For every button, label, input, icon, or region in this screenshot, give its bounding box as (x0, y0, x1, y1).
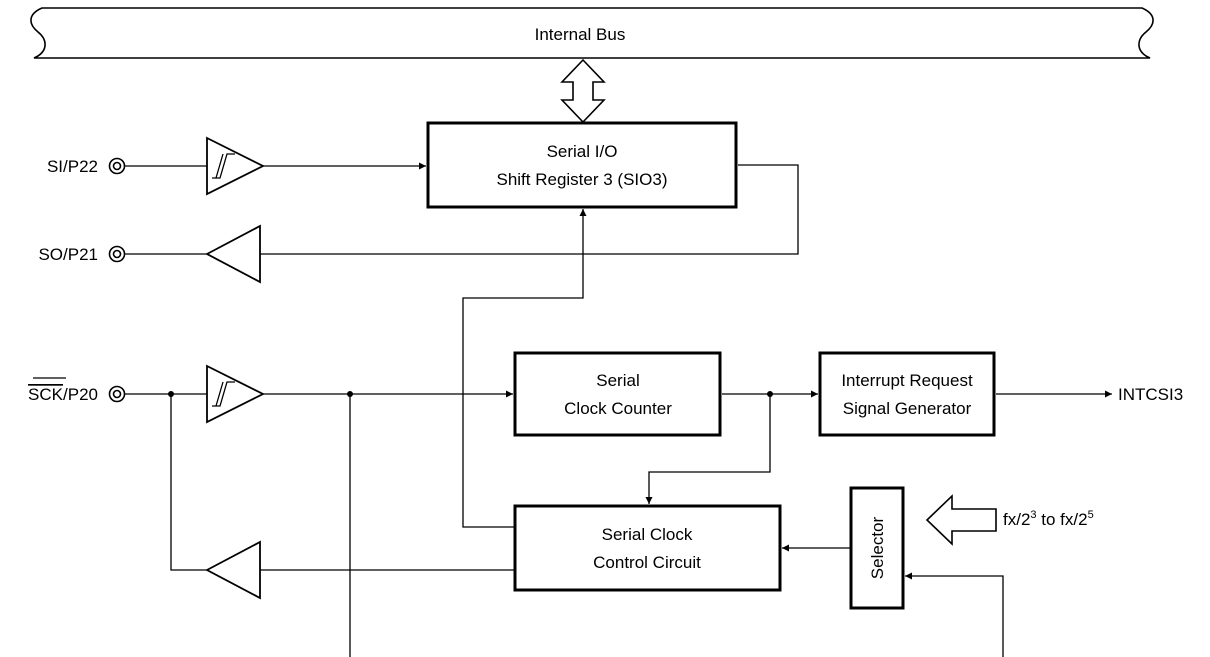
selector-label: Selector (868, 516, 887, 579)
clock-counter-line1: Serial (596, 371, 639, 390)
so-pin-label: SO/P21 (38, 245, 98, 264)
shift-register-block: Serial I/O Shift Register 3 (SIO3) (426, 121, 738, 209)
selector-block: Selector (849, 486, 905, 610)
interrupt-gen-line2: Signal Generator (843, 399, 972, 418)
clock-control-block: Serial Clock Control Circuit (513, 504, 782, 592)
sck-pin-row: SCK/P20 (28, 364, 513, 657)
clock-control-line1: Serial Clock (602, 525, 693, 544)
so-output-buffer (205, 224, 261, 284)
clock-counter-block: Serial Clock Counter (513, 351, 722, 437)
clock-source-arrow (925, 494, 997, 546)
shift-register-line1: Serial I/O (547, 142, 618, 161)
si-schmitt-buffer (206, 136, 266, 196)
sck-output-row (170, 394, 515, 600)
sck-schmitt-buffer (206, 364, 266, 424)
shift-register-line2: Shift Register 3 (SIO3) (496, 170, 667, 189)
intcsi3-label: INTCSI3 (1118, 385, 1183, 404)
si-pin-terminal (108, 157, 126, 175)
internal-bus: Internal Bus (30, 7, 1154, 59)
internal-bus-label: Internal Bus (535, 25, 626, 44)
clock-source-label: fx/23 to fx/25 (1003, 509, 1094, 529)
interrupt-generator-block: Interrupt Request Signal Generator (818, 351, 996, 437)
sck-pin-terminal (108, 385, 126, 403)
si-pin-row: SI/P22 (47, 136, 426, 196)
sck-output-buffer (205, 540, 261, 600)
so-pin-terminal (108, 245, 126, 263)
si-pin-label: SI/P22 (47, 157, 98, 176)
bus-data-arrow (560, 58, 606, 124)
clock-counter-line2: Clock Counter (564, 399, 672, 418)
interrupt-gen-line1: Interrupt Request (841, 371, 973, 390)
so-pin-row: SO/P21 (38, 164, 799, 284)
sck-pin-label: SCK/P20 (28, 385, 98, 404)
clock-control-line2: Control Circuit (593, 553, 701, 572)
